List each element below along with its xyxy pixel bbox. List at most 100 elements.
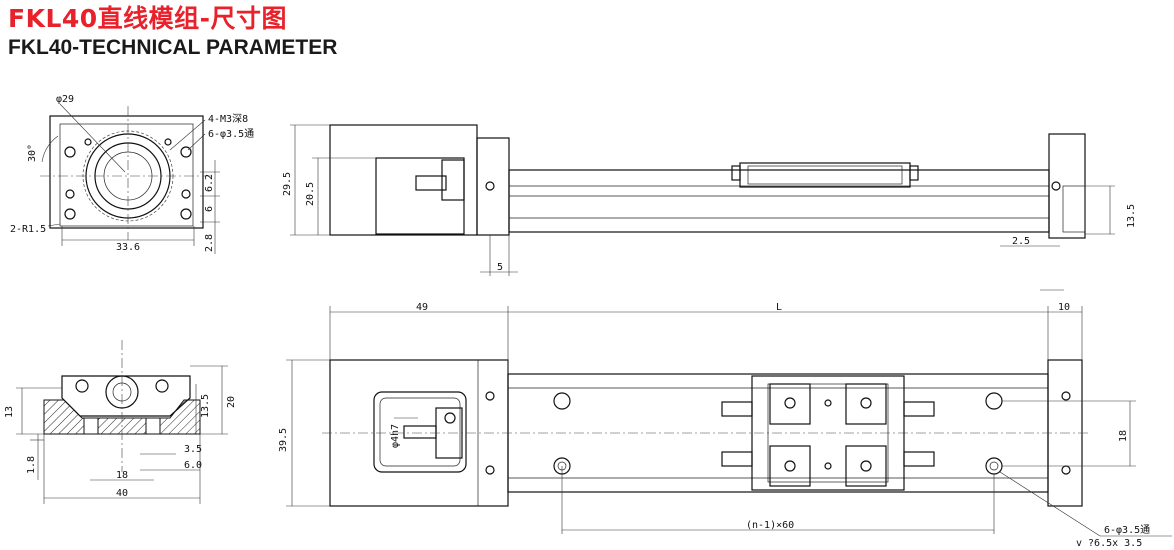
top-49-label: 49: [416, 302, 428, 313]
side-offset-label: 5: [497, 262, 503, 273]
hole-leader: [187, 133, 206, 151]
section-ball: [75, 379, 89, 393]
top-wiper: [903, 401, 935, 417]
side-view: 29.5 20.5 5 2.5 13.5: [282, 124, 1137, 276]
sec-18-label: 18: [116, 470, 128, 481]
top-carriage-pad: [845, 445, 887, 487]
section-slot: [83, 417, 99, 435]
radius-leader: [47, 223, 61, 227]
end-view: φ29 30° 4-M3深8 6-φ3.5通 2-R1.5 33.6 6.2 6…: [10, 94, 254, 254]
top-shaft: [403, 425, 437, 439]
dia-leader: [59, 103, 126, 173]
end-radius-label: 2-R1.5: [10, 224, 46, 235]
top-rail-hole: [985, 457, 1003, 475]
top-carriage-pad: [769, 383, 811, 425]
top-18-label: 18: [1118, 430, 1129, 442]
end-h2-label: 6: [204, 206, 215, 212]
sec-6-0-label: 6.0: [184, 460, 202, 471]
sec-13-5-label: 13.5: [200, 394, 211, 418]
end-h3-label: 2.8: [204, 234, 215, 252]
top-10-label: 10: [1058, 302, 1070, 313]
top-rail-hole-inner: [989, 461, 999, 471]
through-hole: [84, 138, 92, 146]
end-block-step: [1062, 185, 1086, 233]
tapped-hole: [180, 208, 192, 220]
top-rail-hole: [985, 392, 1003, 410]
flange-hole: [485, 181, 495, 191]
top-flange-hole: [485, 465, 495, 475]
through-hole: [65, 189, 75, 199]
section-ball: [155, 379, 169, 393]
end-plate-outline: [49, 115, 204, 229]
top-pitch-label: (n-1)×60: [746, 520, 794, 531]
end-hole-label: 6-φ3.5通: [208, 128, 254, 140]
top-wiper: [721, 401, 753, 417]
section-view: 13 1.8 13.5 20 18 40 3.5 6.0: [4, 340, 237, 504]
tap-leader: [169, 119, 206, 151]
top-coupling-screw: [444, 412, 456, 424]
top-motor-recess-inner: [379, 397, 461, 467]
side-h-total-label: 29.5: [282, 172, 293, 196]
top-L-label: L: [776, 302, 782, 313]
carriage-wiper: [731, 165, 741, 181]
top-carriage-hole: [860, 460, 872, 472]
angle-arc: [41, 135, 59, 163]
top-39-5-label: 39.5: [278, 428, 289, 452]
top-holes-label: 6-φ3.5通: [1104, 524, 1150, 536]
top-carriage-plate: [767, 383, 889, 483]
end-angle-label: 30°: [27, 144, 38, 162]
top-carriage: [751, 375, 905, 491]
sec-1-8-label: 1.8: [26, 456, 37, 474]
top-motor-recess: [373, 391, 467, 473]
top-carriage-pad: [769, 445, 811, 487]
tapped-hole: [180, 146, 192, 158]
tapped-hole: [64, 208, 76, 220]
end-plate-inner: [59, 123, 194, 227]
title-chinese: FKL40直线模组-尺寸图: [8, 4, 288, 33]
carriage-side: [739, 162, 911, 188]
top-carriage-hole: [784, 397, 796, 409]
side-end-height-label: 13.5: [1126, 204, 1137, 228]
top-cbore-label: v ?6.5x 3.5: [1076, 538, 1142, 549]
carriage-top-plate: [747, 165, 903, 185]
motor-recess: [375, 157, 465, 235]
sec-40-label: 40: [116, 488, 128, 499]
top-rail-hole: [553, 392, 571, 410]
title-english: FKL40-TECHNICAL PARAMETER: [8, 36, 338, 59]
side-h-rail-label: 20.5: [305, 182, 316, 206]
top-wiper: [721, 451, 753, 467]
top-carriage-hole: [784, 460, 796, 472]
rail-body: [508, 169, 1050, 233]
top-carriage-pad: [845, 383, 887, 425]
sec-13-label: 13: [4, 406, 15, 418]
end-width-label: 33.6: [116, 242, 140, 253]
section-slot: [145, 417, 161, 435]
end-hole: [1051, 181, 1061, 191]
top-carriage-hole: [860, 397, 872, 409]
coupling-block: [441, 159, 465, 201]
holes-leader: [999, 471, 1101, 537]
sec-3-5-label: 3.5: [184, 444, 202, 455]
through-hole: [164, 138, 172, 146]
motor-block: [329, 124, 478, 236]
top-carriage-hole: [824, 399, 832, 407]
sec-20-label: 20: [226, 396, 237, 408]
top-shaft-label: φ4h7: [390, 424, 401, 448]
top-view: 49 L 10 39.5 φ4h7 18 (n-1)×60 6-φ3.5通 v …: [278, 289, 1172, 549]
end-h1-label: 6.2: [204, 174, 215, 192]
top-wiper: [903, 451, 935, 467]
top-carriage-hole: [824, 462, 832, 470]
end-tap-label: 4-M3深8: [208, 113, 248, 125]
top-end-hole: [1061, 465, 1071, 475]
top-flange-hole: [485, 391, 495, 401]
section-carriage: [61, 375, 191, 417]
carriage-wiper: [909, 165, 919, 181]
end-dia-label: φ29: [56, 94, 74, 105]
coupling-shaft: [415, 175, 447, 191]
side-end-gap-label: 2.5: [1012, 236, 1030, 247]
through-hole: [181, 189, 191, 199]
motor-flange: [476, 137, 510, 236]
top-end-hole: [1061, 391, 1071, 401]
tapped-hole: [64, 146, 76, 158]
